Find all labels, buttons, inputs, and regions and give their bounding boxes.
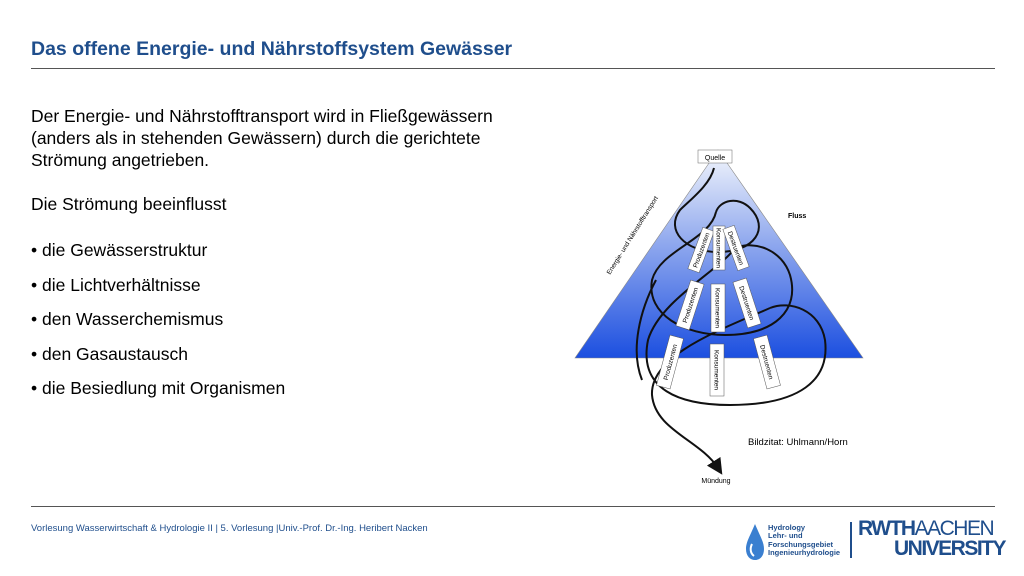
svg-text:Konsumenten: Konsumenten xyxy=(714,288,721,328)
logo-divider xyxy=(850,522,852,558)
flow-loop-medium xyxy=(650,211,794,337)
source-label: Quelle xyxy=(705,155,725,162)
bullet-item: die Gewässerstruktur xyxy=(31,240,285,275)
header-divider xyxy=(31,68,995,69)
river-label: Fluss xyxy=(788,213,806,220)
water-drop-icon xyxy=(746,524,764,560)
bullet-list: die Gewässerstruktur die Lichtverhältnis… xyxy=(31,240,285,413)
flow-loop-large xyxy=(645,247,827,407)
svg-text:Konsumenten: Konsumenten xyxy=(713,350,720,390)
rwth-logo-line1: RWTHAACHEN xyxy=(858,517,995,540)
box-destruenten-3: Destruenten xyxy=(753,334,781,390)
intro-paragraph: Der Energie- und Nährstofftransport wird… xyxy=(31,106,493,170)
bullet-item: die Lichtverhältnisse xyxy=(31,275,285,310)
rwth-logo-line2: UNIVERSITY xyxy=(894,537,1007,560)
river-ecosystem-diagram: Quelle Fluss Energie- und Nährstofftrans… xyxy=(574,149,864,485)
mouth-label: Mündung xyxy=(701,478,730,485)
hydrology-logo-text: Hydrology Lehr- und Forschungsgebiet Ing… xyxy=(768,523,841,558)
box-konsumenten-2: Konsumenten xyxy=(710,283,726,333)
rwth-logo: RWTHAACHEN UNIVERSITY xyxy=(858,517,1007,562)
hydrology-logo: Hydrology Lehr- und Forschungsgebiet Ing… xyxy=(742,520,852,564)
svg-text:Konsumenten: Konsumenten xyxy=(715,228,722,268)
bullet-item: die Besiedlung mit Organismen xyxy=(31,378,285,413)
footer-lecture-info: Vorlesung Wasserwirtschaft & Hydrologie … xyxy=(31,523,428,534)
subheading: Die Strömung beeinflusst xyxy=(31,194,227,214)
box-konsumenten-3: Konsumenten xyxy=(709,343,725,397)
box-konsumenten-1: Konsumenten xyxy=(712,225,726,271)
slide-title: Das offene Energie- und Nährstoffsystem … xyxy=(31,38,513,60)
bullet-item: den Gasaustausch xyxy=(31,344,285,379)
bullet-item: den Wasserchemismus xyxy=(31,309,285,344)
image-credit: Bildzitat: Uhlmann/Horn xyxy=(748,437,848,448)
flow-outlet xyxy=(650,307,771,475)
flow-outer-arc xyxy=(635,279,657,381)
footer-divider xyxy=(31,506,995,507)
source-box xyxy=(697,149,733,164)
